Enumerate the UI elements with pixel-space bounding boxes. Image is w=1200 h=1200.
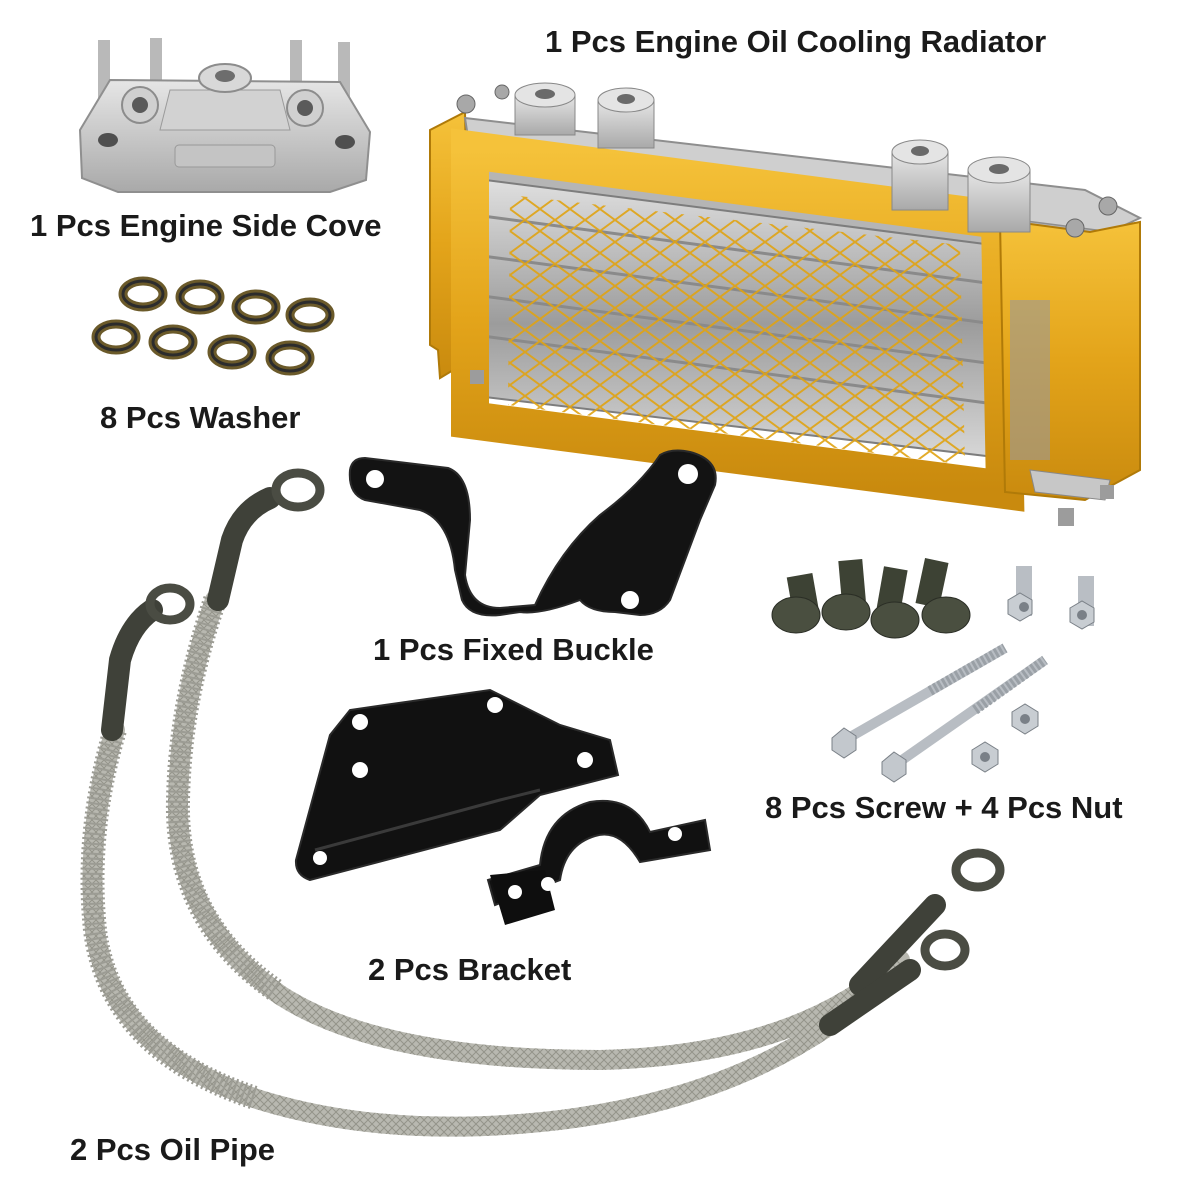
bracket-clamp xyxy=(486,799,712,925)
banjo-bolt xyxy=(870,566,920,639)
washer-label: 8 Pcs Washer xyxy=(100,400,301,435)
oil-pipe-short xyxy=(80,583,970,1137)
radiator-fitting xyxy=(967,156,1031,233)
banjo-bolt xyxy=(915,558,971,634)
washer xyxy=(91,319,141,355)
bolt-with-nut xyxy=(1007,566,1033,622)
screw-nut-set xyxy=(771,558,1095,783)
side-cover-label: 1 Pcs Engine Side Cove xyxy=(30,208,382,243)
washer xyxy=(285,297,335,333)
oil-cooling-radiator xyxy=(429,82,1143,526)
washer xyxy=(265,340,315,376)
fixed-buckle-label: 1 Pcs Fixed Buckle xyxy=(373,632,654,667)
oil-pipe-long xyxy=(165,468,1005,1071)
washer-set xyxy=(91,276,335,376)
banjo-bolt xyxy=(821,559,871,631)
screw-nut-label: 8 Pcs Screw + 4 Pcs Nut xyxy=(765,790,1123,825)
washer xyxy=(175,279,225,315)
oil-pipe-label: 2 Pcs Oil Pipe xyxy=(70,1132,276,1167)
radiator-fitting xyxy=(514,82,576,136)
washer xyxy=(148,324,198,360)
fixed-buckle xyxy=(348,449,717,617)
hex-nut xyxy=(971,741,999,773)
banjo-bolt xyxy=(771,573,821,634)
long-screw xyxy=(881,655,1048,783)
washer xyxy=(207,334,257,370)
long-screw xyxy=(831,643,1008,759)
radiator-fitting xyxy=(891,139,949,211)
radiator-fitting xyxy=(597,87,655,149)
bracket-large xyxy=(294,688,620,882)
bolt-with-nut xyxy=(1069,576,1095,630)
radiator-label: 1 Pcs Engine Oil Cooling Radiator xyxy=(545,24,1047,59)
washer xyxy=(118,276,168,312)
hex-nut xyxy=(1011,703,1039,735)
bracket-label: 2 Pcs Bracket xyxy=(368,952,572,987)
washer xyxy=(231,289,281,325)
engine-side-cover xyxy=(78,38,372,193)
